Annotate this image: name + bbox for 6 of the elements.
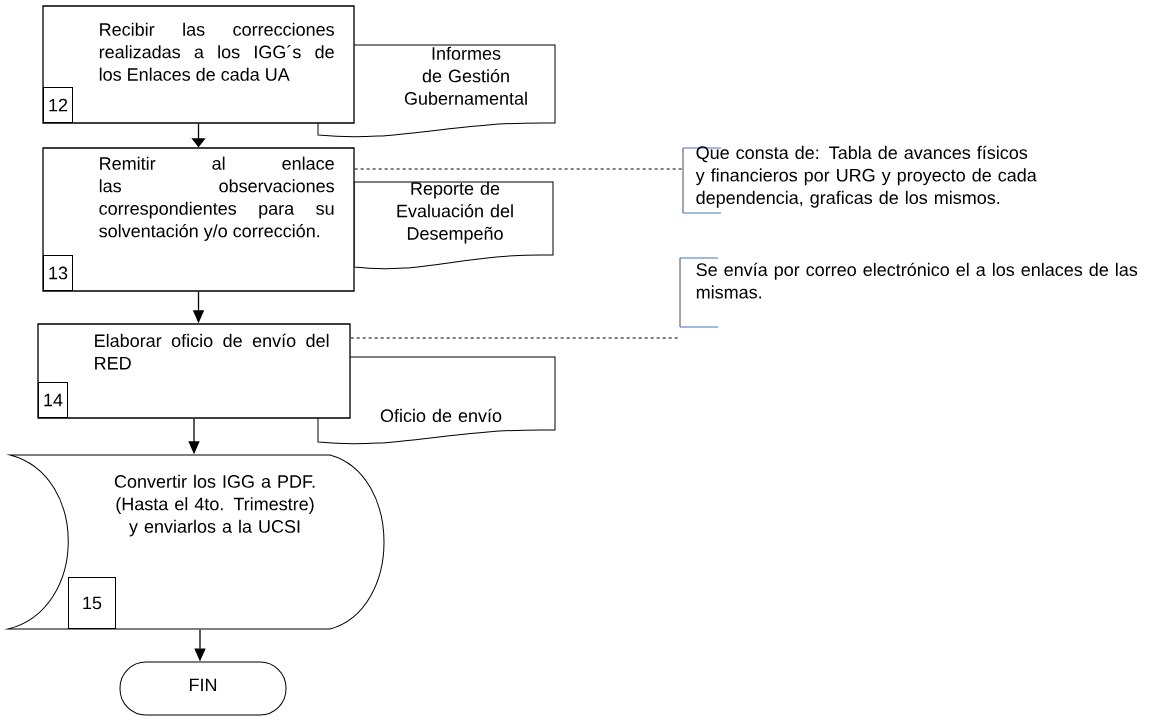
step-number: 14: [38, 382, 68, 418]
step-number: 13: [43, 255, 73, 291]
annotation: Se envía por correo electrónico el a los enlaces de las mismas.: [679, 257, 1138, 328]
annotation: Que consta de: Tabla de avances físicos y financieros por URG y proyecto de cada dependencia, graficas de los mismos.: [682, 145, 1037, 214]
step-number: 12: [43, 87, 73, 123]
dashed-connector: [354, 168, 683, 170]
